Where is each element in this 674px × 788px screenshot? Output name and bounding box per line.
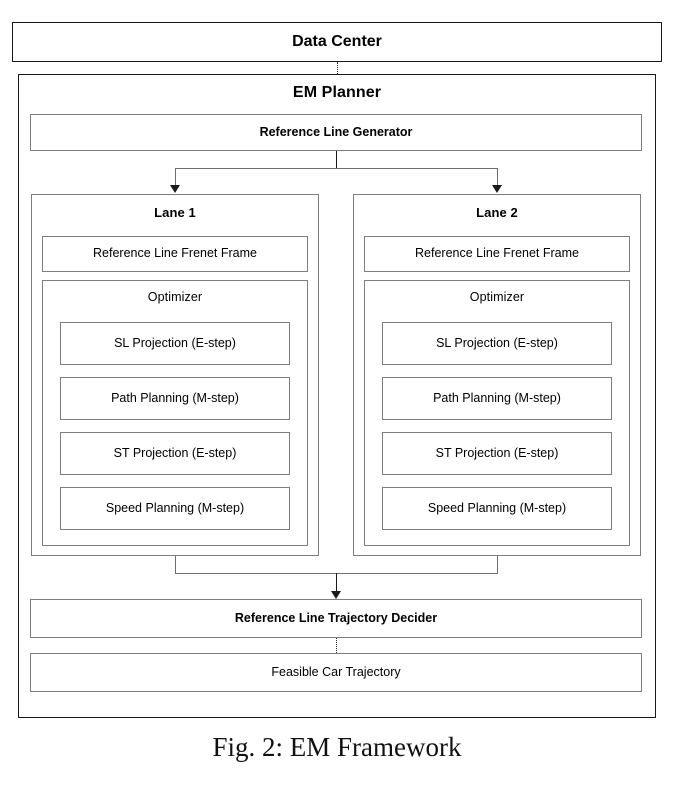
connector-merge-to-decider — [336, 573, 337, 593]
lane-2-step-path-planning: Path Planning (M-step) — [382, 377, 612, 420]
lane-2-step-st-projection: ST Projection (E-step) — [382, 432, 612, 475]
arrowhead-to-decider-icon — [331, 591, 341, 599]
connector-data-center-to-em-planner — [337, 62, 338, 74]
connector-fanout-to-lane-1 — [175, 168, 176, 186]
lane-1-title: Lane 1 — [154, 205, 196, 220]
feasible-car-trajectory-label: Feasible Car Trajectory — [271, 664, 401, 679]
reference-line-trajectory-decider-box: Reference Line Trajectory Decider — [30, 599, 642, 638]
data-center-box: Data Center — [12, 22, 662, 62]
lane-2-optimizer-title: Optimizer — [469, 290, 525, 304]
lane-2-step-speed-planning: Speed Planning (M-step) — [382, 487, 612, 530]
lane-1-step-sl-projection: SL Projection (E-step) — [60, 322, 290, 365]
lane-2-step-speed-planning-label: Speed Planning (M-step) — [427, 500, 567, 515]
lane-1-step-speed-planning-label: Speed Planning (M-step) — [105, 500, 245, 515]
figure-caption: Fig. 2: EM Framework — [212, 732, 462, 762]
lane-1-step-path-planning-label: Path Planning (M-step) — [111, 390, 239, 405]
connector-decider-to-feasible-trajectory — [336, 638, 337, 653]
reference-line-generator-box: Reference Line Generator — [30, 114, 642, 151]
lane-2-step-sl-projection-label: SL Projection (E-step) — [436, 335, 558, 350]
lane-1-optimizer-title: Optimizer — [147, 290, 203, 304]
connector-generator-stem — [336, 151, 337, 169]
connector-fanout-to-lane-2 — [497, 168, 498, 186]
lane-1-frenet-frame-box: Reference Line Frenet Frame — [42, 236, 308, 272]
feasible-car-trajectory-box: Feasible Car Trajectory — [30, 653, 642, 692]
lane-2-title: Lane 2 — [476, 205, 518, 220]
lane-2-step-sl-projection: SL Projection (E-step) — [382, 322, 612, 365]
lane-1-step-speed-planning: Speed Planning (M-step) — [60, 487, 290, 530]
arrowhead-to-lane-1-icon — [170, 185, 180, 193]
lane-1-step-path-planning: Path Planning (M-step) — [60, 377, 290, 420]
reference-line-trajectory-decider-label: Reference Line Trajectory Decider — [234, 610, 438, 625]
lane-2-frenet-frame-label: Reference Line Frenet Frame — [415, 246, 579, 261]
reference-line-generator-label: Reference Line Generator — [259, 124, 413, 139]
connector-lane-2-to-merge — [497, 556, 498, 574]
arrowhead-to-lane-2-icon — [492, 185, 502, 193]
em-planner-title: EM Planner — [292, 84, 382, 101]
lane-1-frenet-frame-label: Reference Line Frenet Frame — [93, 246, 257, 261]
data-center-label: Data Center — [292, 33, 382, 51]
connector-lane-1-to-merge — [175, 556, 176, 574]
lane-2-frenet-frame-box: Reference Line Frenet Frame — [364, 236, 630, 272]
lane-1-step-sl-projection-label: SL Projection (E-step) — [114, 335, 236, 350]
lane-2-step-path-planning-label: Path Planning (M-step) — [433, 390, 561, 405]
lane-2-step-st-projection-label: ST Projection (E-step) — [435, 445, 559, 460]
lane-1-step-st-projection-label: ST Projection (E-step) — [113, 445, 237, 460]
connector-fanout-horizontal — [175, 168, 498, 169]
lane-1-step-st-projection: ST Projection (E-step) — [60, 432, 290, 475]
